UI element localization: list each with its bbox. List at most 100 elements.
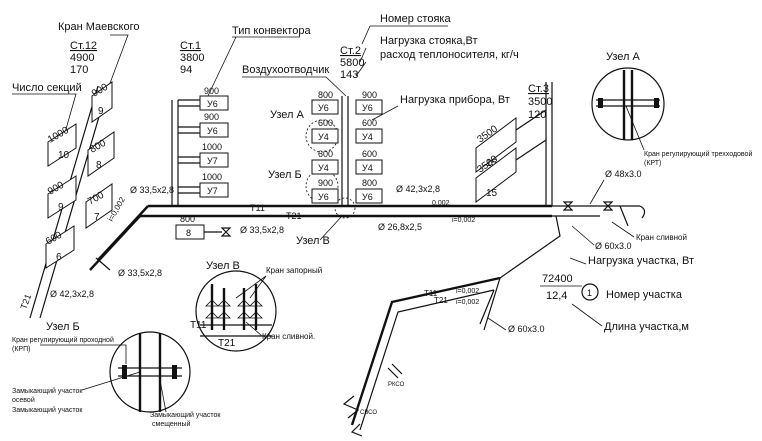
convector-2l-4: 900 У6 xyxy=(311,178,339,204)
convector-bottom-8: 800 8 xyxy=(175,214,232,240)
pipe-t21-riser12: Т21 xyxy=(18,293,33,311)
label-kran-zapornyi: Кран запорный xyxy=(266,266,322,275)
node-b-detail: Узел Б Кран регулирующий проходной (КРП)… xyxy=(12,321,221,428)
convector-1-2: 900 У6 xyxy=(178,112,229,138)
convector-1-4-type: У7 xyxy=(207,186,218,196)
label-uzel-a-mid: Узел А xyxy=(270,109,305,121)
pipe-d60-lower: Ø 60x3.0 xyxy=(508,324,545,334)
convector-1-4-load: 1000 xyxy=(202,172,222,182)
convector-2l-3-load: 600 xyxy=(318,149,333,159)
section-length: 12,4 xyxy=(546,290,567,302)
convector-2r-3-load: 600 xyxy=(362,149,377,159)
radiator-1-sections: 9 xyxy=(98,106,104,117)
node-a-valve-left xyxy=(598,98,603,108)
radiator-3-1-sections: 15 xyxy=(486,158,498,169)
convector-2r-2-type: У4 xyxy=(362,132,373,142)
convector-2l-1-load: 800 xyxy=(318,90,333,100)
riser-12-name: Ст.12 xyxy=(70,40,97,52)
return-diagonal xyxy=(89,215,141,271)
label-zam-os-1: Замыкающий участок xyxy=(12,387,83,395)
pipe-d33-riser12: Ø 33,5x2,8 xyxy=(118,268,162,278)
pipe-d60-right: Ø 60x3.0 xyxy=(595,241,632,251)
node-v-risers xyxy=(210,284,258,330)
riser-2-flow: 143 xyxy=(340,69,358,81)
label-zam-os-2: осевой xyxy=(12,396,35,404)
radiator-3-links xyxy=(515,109,547,161)
convector-2l-4-type: У6 xyxy=(318,192,329,202)
node-a-circle xyxy=(591,67,665,141)
label-uzel-v: Узел В xyxy=(206,260,240,272)
label-uzel-v-mid: Узел В xyxy=(296,235,330,247)
node-b-valve-right xyxy=(172,365,177,379)
convector-bottom-load: 800 xyxy=(180,214,195,224)
label-kran-slivnoi: Кран сливной. xyxy=(262,332,315,341)
convector-1-4: 1000 У7 xyxy=(178,172,229,198)
valve-main-1 xyxy=(562,201,574,211)
leader-uzel-v-mid xyxy=(319,215,343,241)
leader-zapornyi xyxy=(235,275,267,299)
leader-d60-lower xyxy=(487,317,507,331)
node-a-riser xyxy=(622,70,634,140)
node-v-valves-lower xyxy=(205,311,263,319)
lower-slope-2: i=0,002 xyxy=(456,299,479,306)
riser-3-pipes xyxy=(545,82,553,206)
radiator-3-sections: 8 xyxy=(96,160,102,171)
label-dlina-uchastka: Длина участка,м xyxy=(604,321,689,333)
convector-2r-2-load: 600 xyxy=(362,118,377,128)
leader-vozduhootvodchik xyxy=(242,76,347,97)
convector-1-2-load: 900 xyxy=(204,112,219,122)
label-uzel-a-top: Узел А xyxy=(606,51,641,63)
convector-2r-1: 900 У6 xyxy=(355,90,383,115)
convector-1-1-load: 900 xyxy=(204,86,219,96)
svso-valve xyxy=(342,395,360,419)
label-krp-2: (КРП) xyxy=(12,346,30,353)
label-vozduhootvodchik: Воздухоотводчик xyxy=(242,64,329,76)
label-krp-1: Кран регулирующий проходной xyxy=(12,336,114,344)
drain-main xyxy=(619,205,629,227)
label-kran-maevskogo: Кран Маевского xyxy=(58,21,139,33)
pipe-d33-lower: Ø 33,5x2,8 xyxy=(240,225,284,235)
riser-12-load: 4900 xyxy=(70,52,94,64)
lower-return xyxy=(359,289,495,431)
label-tip-konvektora: Тип конвектора xyxy=(232,25,311,37)
convector-2l-2-load: 600 xyxy=(318,118,333,128)
riser-3-load: 3500 xyxy=(528,96,552,108)
convector-1-1: 900 У6 xyxy=(178,86,229,111)
convector-2r-1-type: У6 xyxy=(362,103,373,113)
slope-main-2: i=0,002 xyxy=(452,217,475,224)
section-number: 1 xyxy=(587,288,592,298)
convector-1-1-type: У6 xyxy=(207,99,218,109)
leader-nagruzka-pribora xyxy=(371,105,399,121)
leader-d60-right xyxy=(571,225,595,246)
lower-valve-bottom xyxy=(350,423,363,437)
radiator-1: 900 9 xyxy=(90,81,113,123)
node-v-detail: Узел В Кран запорный Т11 Т21 Кран сливно… xyxy=(190,260,322,352)
section-number-circle xyxy=(581,283,599,301)
convector-2r-4: 800 У6 xyxy=(355,178,383,204)
rsko-valve xyxy=(387,363,403,379)
lower-network: Т11 Т21 i=0,002 i=0,002 Ø 60x3.0 РКСО СВ… xyxy=(342,276,545,437)
label-chislo-sekciy: Число секций xyxy=(12,82,82,94)
pipe-d42-riser12: Ø 42,3x2,8 xyxy=(50,289,94,299)
riser-12-group: Кран Маевского Ст.12 4900 170 Число секц… xyxy=(12,21,162,319)
slope-main-1: 0.002 xyxy=(432,200,450,207)
valve-bottom xyxy=(220,227,232,237)
convector-2r-4-load: 800 xyxy=(362,178,377,188)
node-b-risers xyxy=(138,333,162,412)
convector-2l-1: 800 У6 xyxy=(311,90,339,115)
node-b-valve-left xyxy=(122,365,127,379)
node-b-branches xyxy=(118,367,182,377)
label-svso: СВСО xyxy=(360,410,377,416)
leader-d48 xyxy=(589,179,605,205)
leader-krt xyxy=(625,105,645,151)
radiator-2-sections: 10 xyxy=(58,150,70,161)
riser-down-right xyxy=(499,215,561,279)
radiator-6-sections: 6 xyxy=(56,252,62,263)
label-rsko: РКСО xyxy=(388,382,405,388)
riser-12-pipe-right xyxy=(39,85,109,319)
radiator-4: 900 9 xyxy=(46,175,77,219)
label-nomer-stoyaka: Номер стояка xyxy=(380,13,451,25)
label-zam-sm-1: Замыкающий участок xyxy=(12,406,83,414)
node-a-valve-right xyxy=(654,98,659,108)
